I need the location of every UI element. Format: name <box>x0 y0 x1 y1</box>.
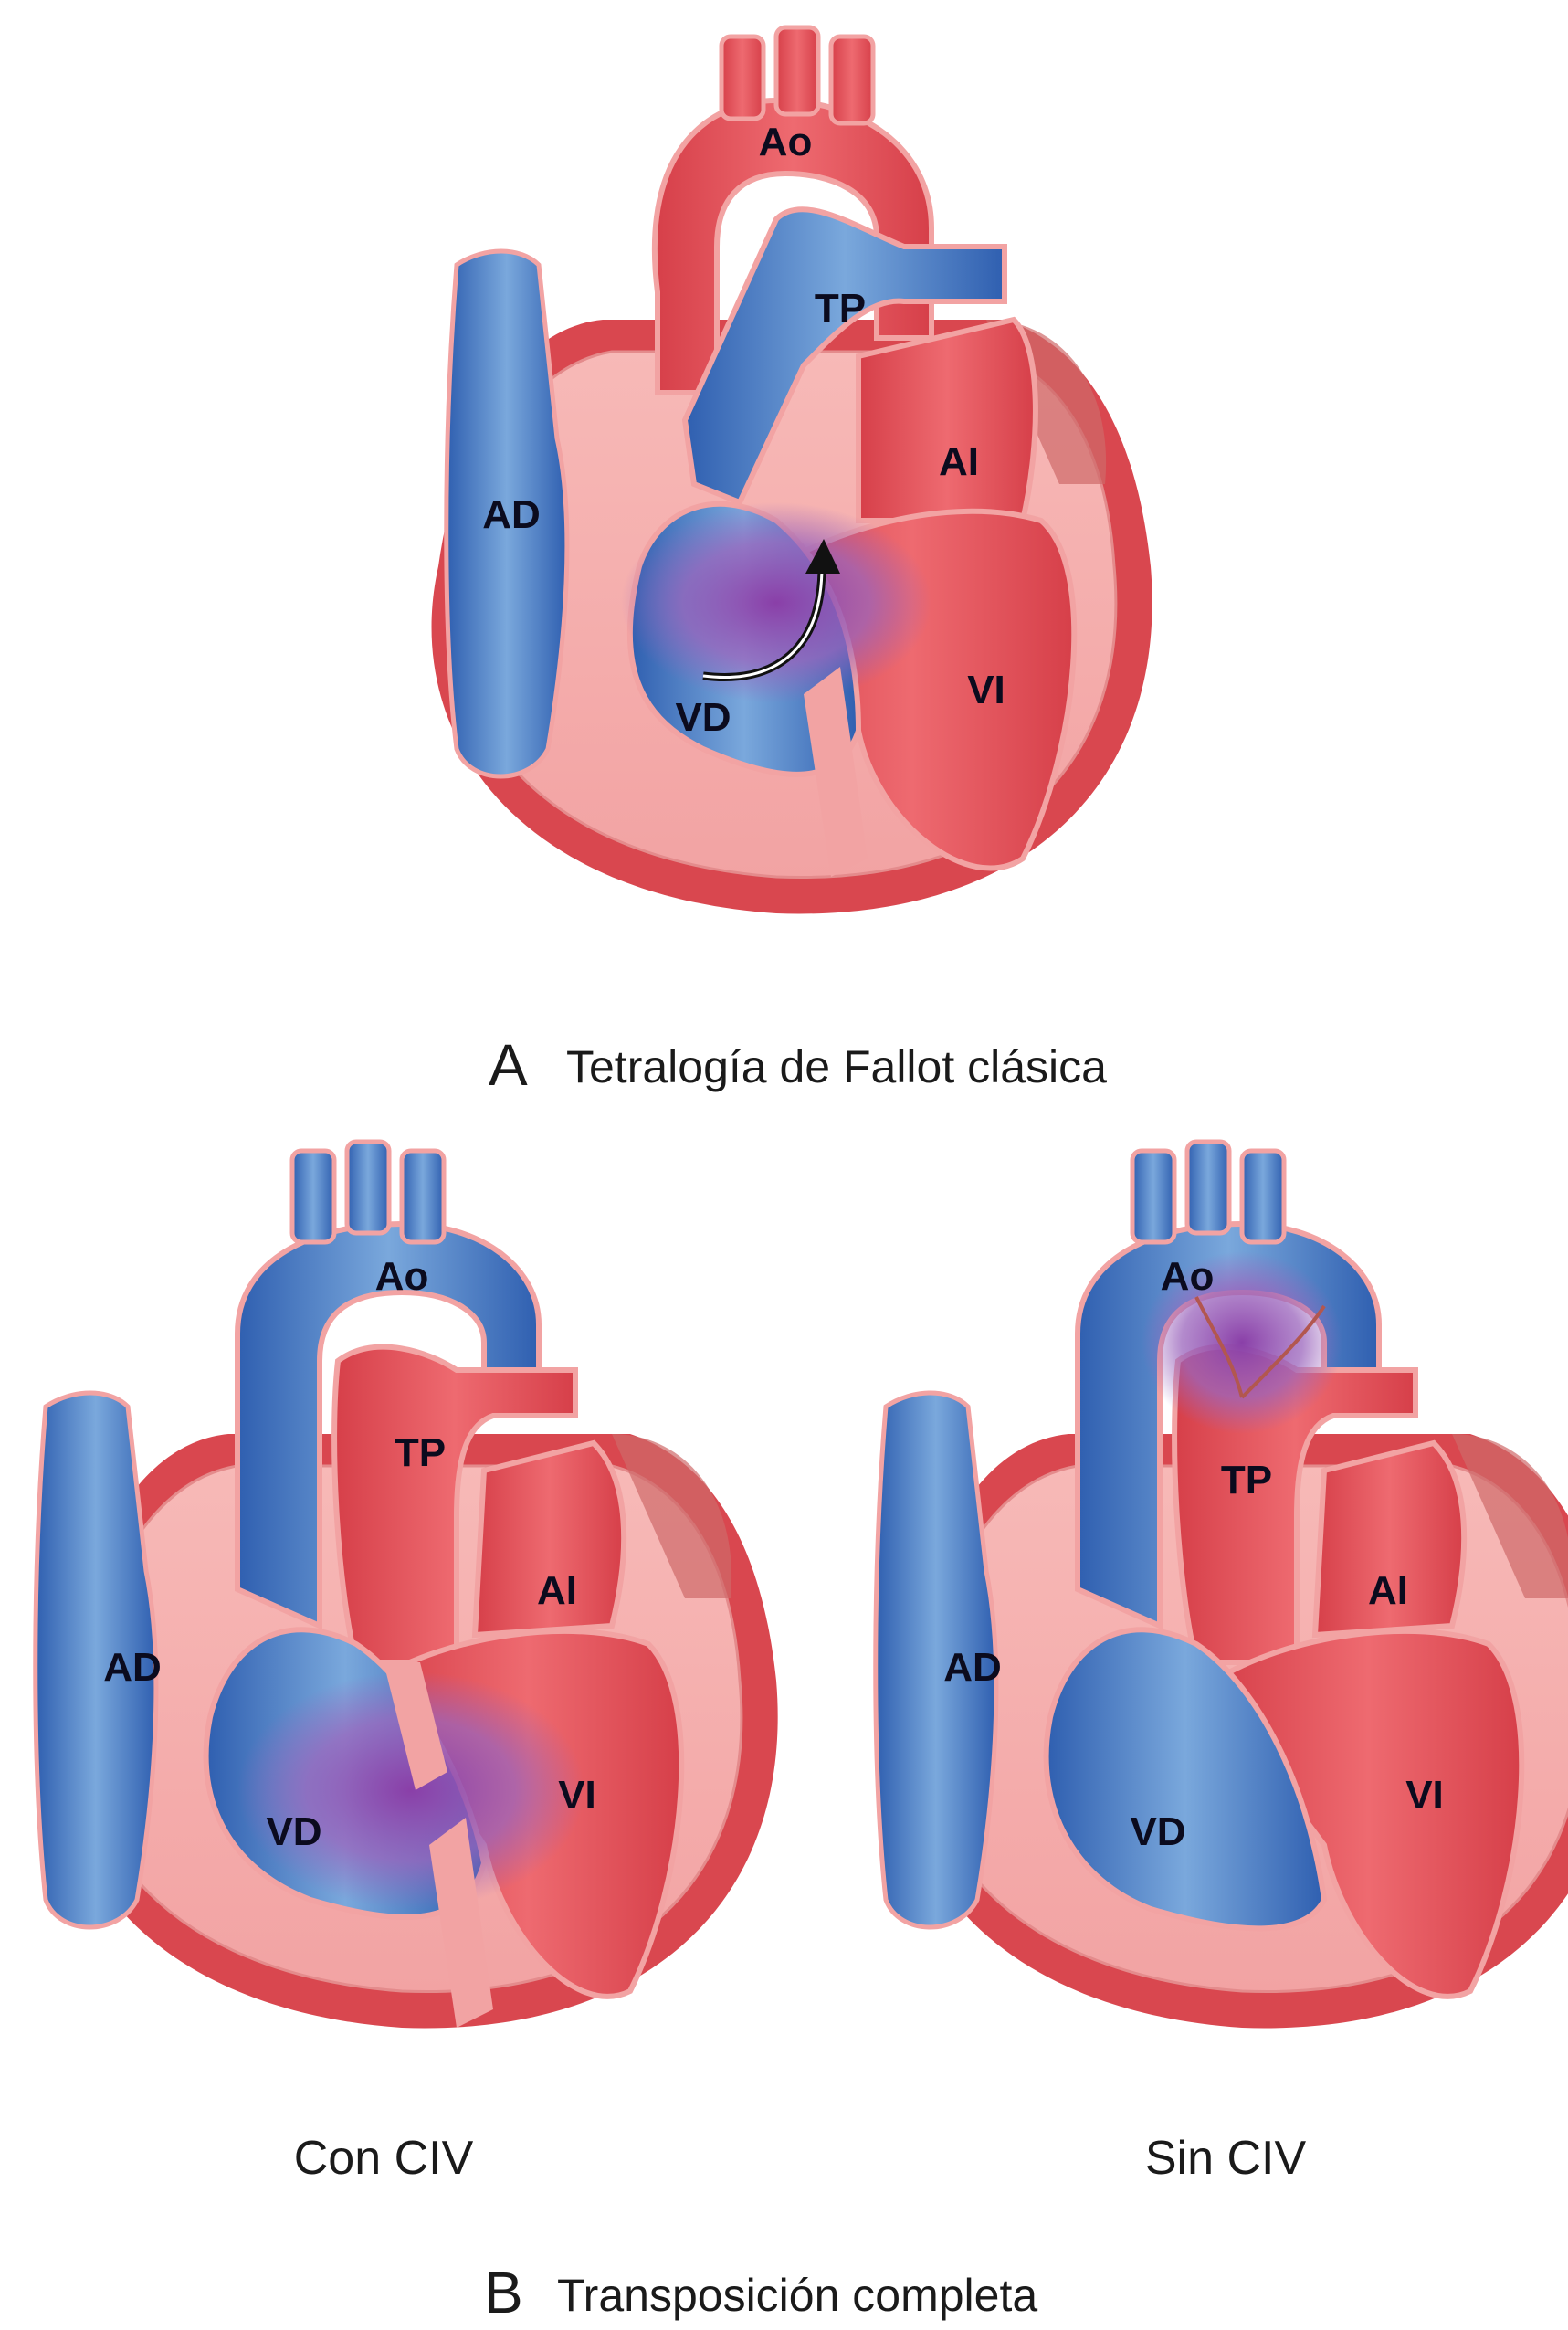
label-vd-b-right: VD <box>1130 1809 1185 1854</box>
label-ai-a: AI <box>939 439 979 484</box>
label-vi-a: VI <box>967 668 1005 712</box>
heart-transposition-with-vsd: Ao TP AI AD VD VI <box>33 1139 780 2030</box>
label-ao-b-left: Ao <box>375 1254 429 1299</box>
figure-a-caption: Tetralogía de Fallot clásica <box>566 1041 1107 1092</box>
label-vd-a: VD <box>675 695 731 740</box>
label-ao-a: Ao <box>759 120 813 164</box>
heart-transposition-without-vsd: Ao TP AI AD VD VI <box>873 1139 1568 2030</box>
label-ai-b-left: AI <box>537 1568 577 1613</box>
label-vd-b-left: VD <box>266 1809 321 1854</box>
label-vi-b-right: VI <box>1405 1773 1444 1818</box>
figure-b-letter: B <box>484 2260 523 2325</box>
label-vi-b-left: VI <box>558 1773 596 1818</box>
figure-a-letter: A <box>489 1032 528 1098</box>
label-tp-a: TP <box>815 286 866 331</box>
subcaption-sin-civ: Sin CIV <box>1145 2132 1307 2185</box>
figure-b-caption: Transposición completa <box>557 2270 1037 2321</box>
heart-tetralogy-fallot: Ao TP AI AD VD VI <box>430 25 1154 915</box>
label-ad-b-left: AD <box>103 1645 162 1690</box>
label-tp-b-right: TP <box>1221 1458 1272 1502</box>
label-ao-b-right: Ao <box>1161 1254 1215 1299</box>
subcaption-con-civ: Con CIV <box>294 2132 474 2185</box>
label-tp-b-left: TP <box>395 1430 446 1475</box>
label-ad-b-right: AD <box>943 1645 1002 1690</box>
label-ai-b-right: AI <box>1368 1568 1408 1613</box>
label-ad-a: AD <box>482 492 541 537</box>
